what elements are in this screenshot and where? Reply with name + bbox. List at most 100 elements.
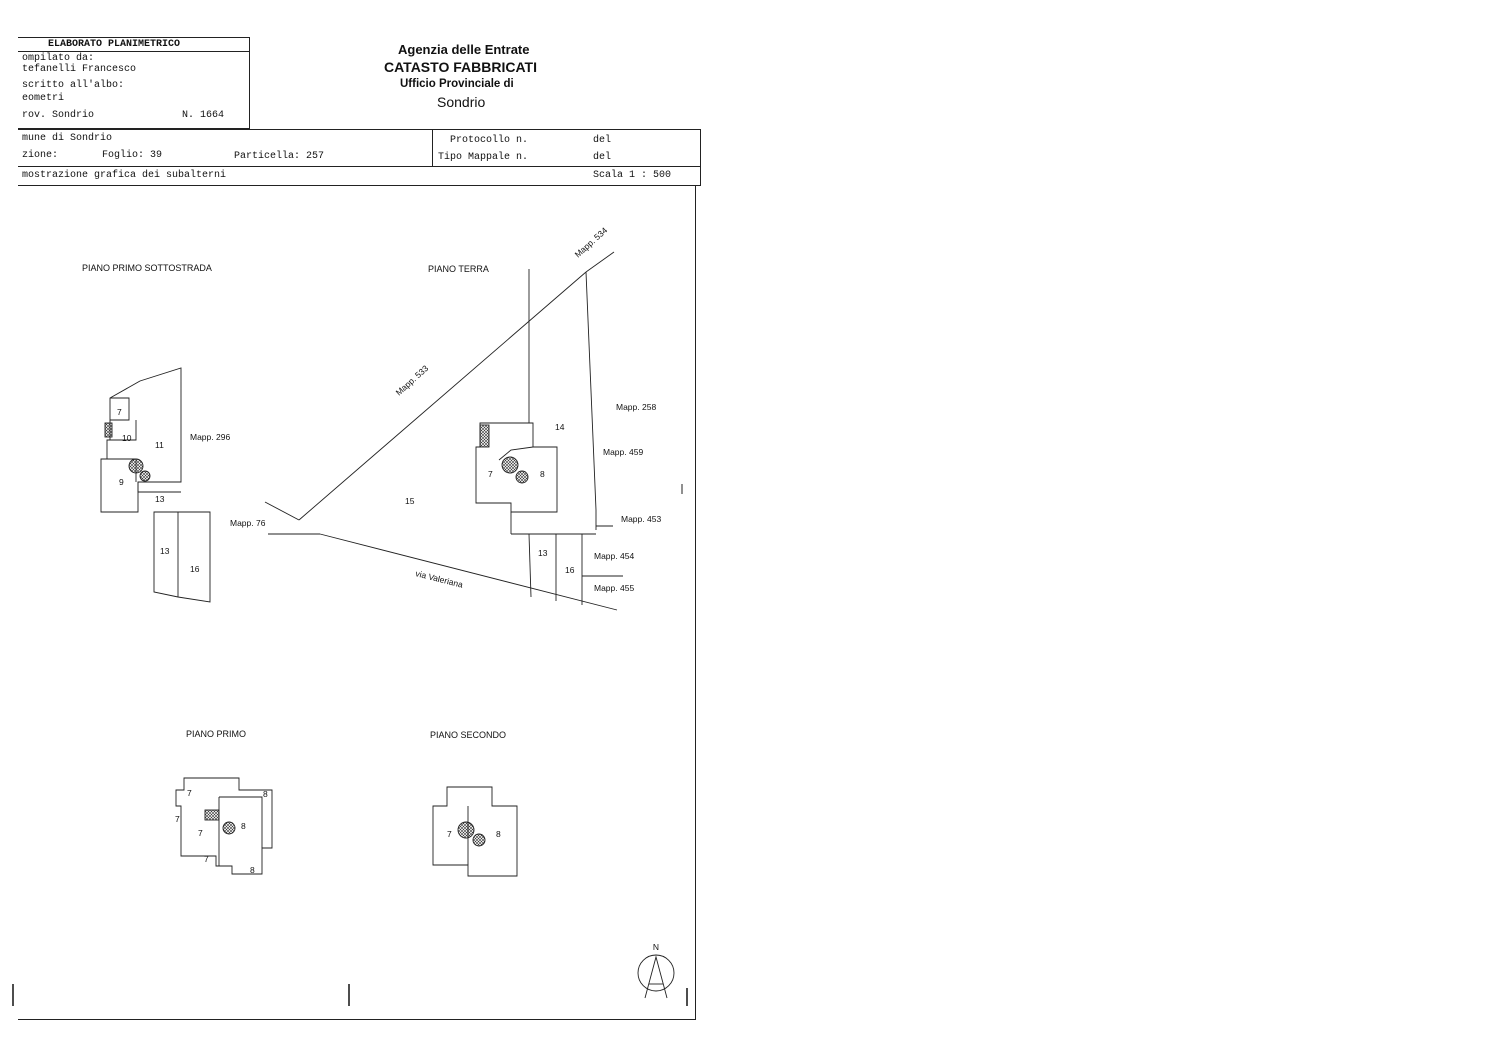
terra-sub-15: 15 (405, 496, 415, 506)
label-mapp-534: Mapp. 534 (573, 225, 610, 259)
protocollo-label: Protocollo n. (450, 135, 529, 146)
plan-primo (175, 777, 273, 875)
iscritto-label: scritto all'albo: (22, 80, 125, 91)
boundary-right-vertical (585, 271, 597, 530)
label-mapp-455: Mapp. 455 (594, 583, 634, 593)
info-mid-line (18, 166, 701, 167)
sottostrada-unit7 (110, 397, 130, 421)
info-right-border (700, 129, 701, 185)
compilato-label: ompilato da: (22, 53, 95, 64)
label-mapp-453: Mapp. 453 (621, 514, 661, 524)
boundary-mapp-534 (585, 251, 615, 273)
primo-sub-7-bottom: 7 (204, 854, 209, 864)
numero-albo: N. 1664 (182, 110, 225, 121)
frame-right-border (695, 185, 696, 1020)
north-arrow-shape (644, 955, 668, 999)
sottostrada-sub-13-lower: 13 (160, 546, 170, 556)
label-mapp-533: Mapp. 533 (394, 363, 431, 397)
primo-sub-7: 7 (198, 828, 203, 838)
terra-sub-16: 16 (565, 565, 575, 575)
floor-label-primo-sottostrada: PIANO PRIMO SOTTOSTRADA (82, 263, 212, 273)
label-mapp-296: Mapp. 296 (190, 432, 230, 442)
protocollo-del: del (593, 135, 612, 146)
secondo-sub-7: 7 (447, 829, 452, 839)
info-bottom-line (18, 185, 701, 186)
primo-sub-8-top: 8 (263, 789, 268, 799)
scala-label: Scala 1 : 500 (593, 170, 672, 181)
terra-spiral-stair-2 (515, 470, 529, 484)
sottostrada-annex (153, 511, 211, 603)
plan-secondo (432, 786, 518, 877)
floor-label-secondo: PIANO SECONDO (430, 730, 507, 740)
drawing-labels: Mapp. 296 Mapp. 258 Mapp. 459 Mapp. 453 … (117, 225, 661, 952)
particella-value: Particella: 257 (234, 151, 325, 162)
plan-primo-sottostrada (100, 367, 211, 603)
primo-outline (175, 777, 273, 875)
primo-sub-7-left: 7 (175, 814, 180, 824)
agency-name: Agenzia delle Entrate (398, 42, 530, 57)
secondo-spiral-stair (457, 821, 475, 839)
label-north: N (653, 942, 659, 952)
sottostrada-sub-13-upper: 13 (155, 494, 165, 504)
sottostrada-wall-13 (137, 482, 181, 493)
primo-spiral-stair (222, 821, 236, 835)
terra-unit8-wall (498, 446, 534, 461)
albo-value: eometri (22, 93, 65, 104)
foglio-value: Foglio: 39 (102, 150, 163, 161)
terra-spiral-stair (501, 456, 519, 474)
primo-sub-8-bottom: 8 (250, 865, 255, 875)
boundary-mapp-76 (264, 501, 300, 521)
terra-sub-7: 7 (488, 469, 493, 479)
sottostrada-inner-wall (107, 420, 137, 441)
terra-plot-13-left (528, 533, 532, 598)
terra-sub-14: 14 (555, 422, 565, 432)
info-top-line (18, 129, 701, 130)
elaborato-header-box (18, 37, 250, 129)
label-mapp-454: Mapp. 454 (594, 551, 634, 561)
info-col-divider (432, 129, 433, 166)
elaborato-title: ELABORATO PLANIMETRICO (48, 39, 181, 50)
sottostrada-spiral-stair-2 (139, 470, 151, 482)
secondo-spiral-stair-2 (472, 833, 486, 847)
tipo-mappale-label: Tipo Mappale n. (438, 152, 529, 163)
tipo-mappale-del: del (593, 152, 612, 163)
primo-inner-8 (219, 796, 263, 848)
sottostrada-sub-11: 11 (155, 440, 164, 450)
label-mapp-76: Mapp. 76 (230, 518, 266, 528)
boundary-mapp-533 (298, 271, 587, 521)
sottostrada-spiral-stair (128, 458, 144, 474)
sezione-label: zione: (22, 150, 59, 161)
floor-label-primo: PIANO PRIMO (186, 729, 247, 739)
terra-sub-8: 8 (540, 469, 545, 479)
ufficio-label: Ufficio Provinciale di (400, 78, 514, 90)
road-via-valeriana (319, 533, 618, 611)
primo-stair (204, 809, 220, 821)
north-arrow-circle (637, 954, 675, 992)
compilato-name: tefanelli Francesco (22, 64, 137, 75)
label-mapp-258: Mapp. 258 (616, 402, 656, 412)
secondo-sub-8: 8 (496, 829, 501, 839)
label-mapp-459: Mapp. 459 (603, 447, 643, 457)
secondo-outline (432, 786, 518, 877)
comune-label: mune di Sondrio (22, 133, 113, 144)
catasto-title: CATASTO FABBRICATI (384, 59, 537, 75)
terra-stair (479, 424, 490, 448)
frame-bottom-border (18, 1019, 696, 1020)
sottostrada-sub-9: 9 (119, 477, 124, 487)
dimostrazione-label: mostrazione grafica dei subalterni (22, 170, 227, 181)
terra-sub-13: 13 (538, 548, 548, 558)
sottostrada-sub-10: 10 (122, 433, 132, 443)
north-arrow-icon (637, 954, 675, 999)
sottostrada-stair (104, 422, 113, 438)
elaborato-title-divider (18, 51, 250, 52)
sottostrada-sub-16: 16 (190, 564, 200, 574)
floor-label-terra: PIANO TERRA (428, 264, 489, 274)
plan-terra (264, 251, 623, 611)
primo-sub-7-top: 7 (187, 788, 192, 798)
primo-sub-8: 8 (241, 821, 246, 831)
provincia-label: rov. Sondrio (22, 110, 95, 121)
ufficio-city: Sondrio (437, 94, 486, 110)
label-via-valeriana: via Valeriana (415, 568, 465, 590)
